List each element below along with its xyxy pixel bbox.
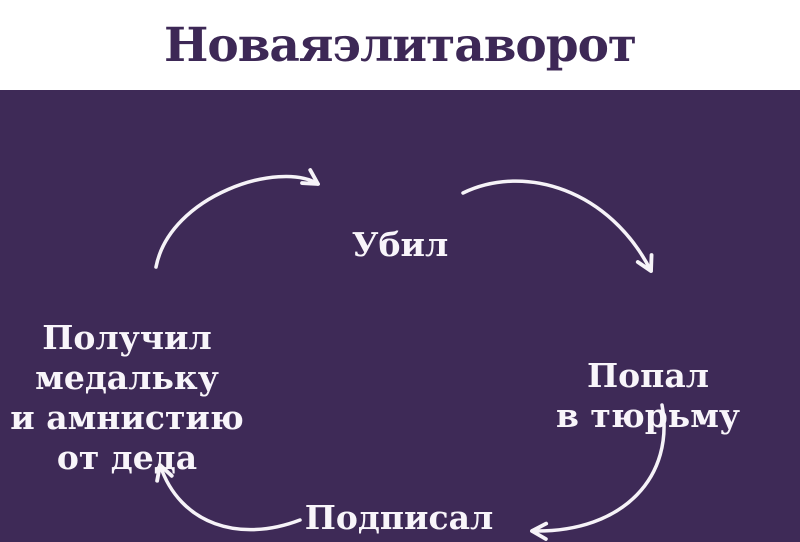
node-got-medal-amnesty: Получил медальку и амнистию от деда: [10, 318, 244, 477]
title-bar: Новаяэлитаворот: [0, 0, 800, 90]
node-signed-contract: Подписал контракт с ЧВК: [304, 498, 494, 542]
arrow-left-to-top: [154, 168, 320, 269]
page-title: Новаяэлитаворот: [163, 17, 637, 73]
node-killed: Убил: [351, 225, 449, 264]
node-went-to-prison: Попал в тюрьму: [556, 356, 740, 435]
diagram-area: Убил Попал в тюрьму Подписал контракт с …: [0, 90, 800, 542]
